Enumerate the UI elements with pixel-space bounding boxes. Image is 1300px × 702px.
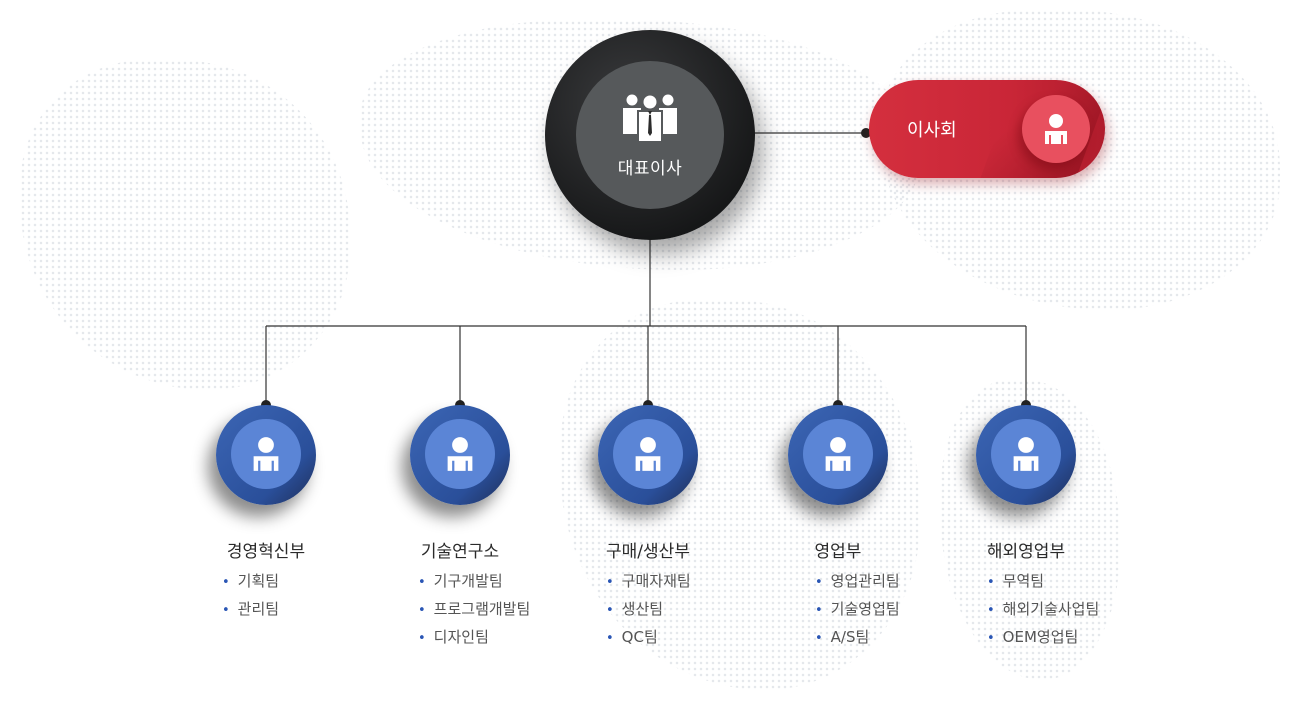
department-title: 영업부 (814, 542, 862, 562)
team-item: 기술영업팀 (815, 599, 900, 627)
department-title: 기술연구소 (420, 542, 500, 562)
department-icon-circle (216, 405, 316, 505)
team-list: 기획팀관리팀 (222, 571, 279, 627)
team-item: 구매자재팀 (606, 571, 691, 599)
department-node: 기술연구소기구개발팀프로그램개발팀디자인팀 (360, 405, 560, 685)
team-item: 무역팀 (987, 571, 1099, 599)
team-list: 구매자재팀생산팀QC팀 (606, 571, 691, 655)
team-list: 기구개발팀프로그램개발팀디자인팀 (418, 571, 531, 655)
team-list: 영업관리팀기술영업팀A/S팀 (815, 571, 900, 655)
team-item: 영업관리팀 (815, 571, 900, 599)
department-inner-circle (613, 419, 683, 489)
team-list: 무역팀해외기술사업팀OEM영업팀 (987, 571, 1100, 655)
person-icon (1013, 437, 1039, 471)
board-node: 이사회 (869, 80, 1105, 178)
board-icon-circle (1022, 95, 1090, 163)
ceo-node: 대표이사 (545, 30, 755, 240)
board-connector-dot (861, 128, 871, 138)
team-item: 관리팀 (222, 599, 279, 627)
department-inner-circle (231, 419, 301, 489)
department-title: 경영혁신부 (226, 542, 306, 562)
team-item: 프로그램개발팀 (418, 599, 531, 627)
ceo-label: 대표이사 (617, 158, 683, 179)
department-inner-circle (991, 419, 1061, 489)
team-item: A/S팀 (815, 627, 900, 655)
team-item: QC팀 (606, 627, 691, 655)
department-inner-circle (803, 419, 873, 489)
department-icon-circle (598, 405, 698, 505)
group-people-icon (623, 94, 677, 143)
ceo-inner-circle: 대표이사 (576, 61, 724, 209)
department-node: 해외영업부무역팀해외기술사업팀OEM영업팀 (926, 405, 1126, 685)
team-item: 해외기술사업팀 (987, 599, 1100, 627)
person-icon (253, 437, 279, 471)
team-item: 기획팀 (222, 571, 279, 599)
person-icon (825, 437, 851, 471)
department-title: 해외영업부 (986, 542, 1066, 562)
department-node: 영업부영업관리팀기술영업팀A/S팀 (738, 405, 938, 685)
person-icon (635, 437, 661, 471)
person-icon (447, 437, 473, 471)
department-title: 구매/생산부 (606, 542, 690, 562)
department-node: 경영혁신부기획팀관리팀 (166, 405, 366, 685)
department-icon-circle (976, 405, 1076, 505)
team-item: 기구개발팀 (418, 571, 530, 599)
board-label: 이사회 (907, 120, 957, 141)
person-icon (1045, 114, 1067, 144)
world-map-background (20, 60, 350, 390)
team-item: OEM영업팀 (987, 627, 1099, 655)
department-icon-circle (788, 405, 888, 505)
department-inner-circle (425, 419, 495, 489)
team-item: 디자인팀 (418, 627, 530, 655)
department-node: 구매/생산부구매자재팀생산팀QC팀 (548, 405, 748, 685)
department-icon-circle (410, 405, 510, 505)
team-item: 생산팀 (606, 599, 691, 627)
